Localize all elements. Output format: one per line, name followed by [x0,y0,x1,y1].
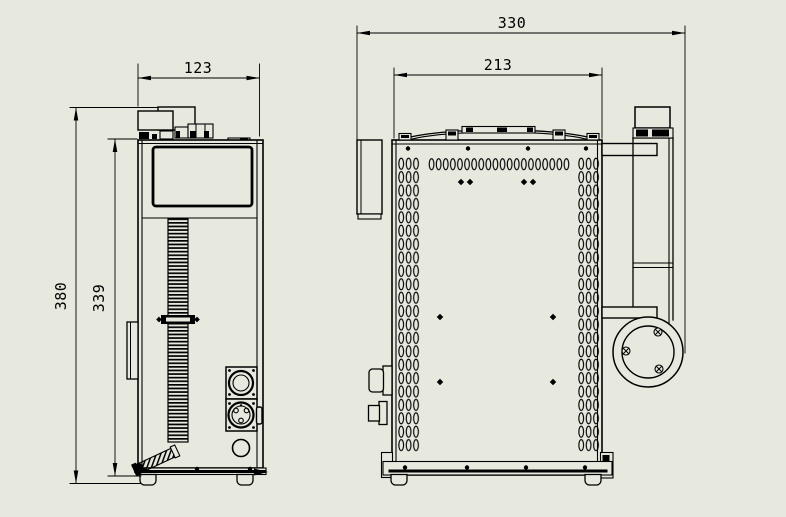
post-top-box [634,106,671,129]
side-bottom [380,451,614,486]
gun-holder-assembly [601,106,684,388]
foot [390,473,408,486]
aviation-connector [227,401,255,429]
lower-bracket [601,306,658,319]
dimension-side-overall-width: 330 [356,14,686,354]
knob-small [367,404,381,422]
rack-strip [156,218,200,443]
top-handle-arc [398,125,600,141]
upper-bracket [601,142,658,157]
front-dimensions: 123 380 339 [52,59,260,484]
front-view [126,106,268,486]
dimension-front-width: 123 [137,59,260,137]
dimension-label-330: 330 [498,14,527,32]
round-port [227,369,255,397]
foot [236,473,254,486]
vent-row [428,157,570,171]
side-view [356,106,684,486]
foot [584,473,602,486]
side-body [391,139,603,476]
tilt-grip-handle [131,444,181,477]
panel-screws [436,178,557,386]
top-connector-boxes [137,106,251,143]
dimension-label-123: 123 [184,59,213,77]
dimension-label-380: 380 [52,282,70,311]
left-flat-panel [356,139,383,220]
connector-panel [225,366,263,458]
side-handle [126,321,139,380]
dimension-side-body-width: 213 [393,56,603,139]
dimension-label-339: 339 [90,284,108,313]
side-knobs [367,365,393,426]
vent-columns-right [577,157,600,452]
rail-end-wedge [254,468,268,476]
ring-screws [621,327,664,374]
vent-columns-left [397,157,420,452]
display-screen [151,145,254,208]
gun-holder-ring [612,316,684,388]
bottom-hole [231,438,251,458]
front-bottom [131,444,268,486]
foot [139,473,157,486]
side-dimensions: 330 213 [356,14,686,354]
dimension-overall-height: 380 [52,107,158,484]
dimension-label-213: 213 [484,56,513,74]
knob-large [368,368,385,393]
dimension-body-height: 339 [90,138,142,477]
connector-latch [255,406,263,425]
